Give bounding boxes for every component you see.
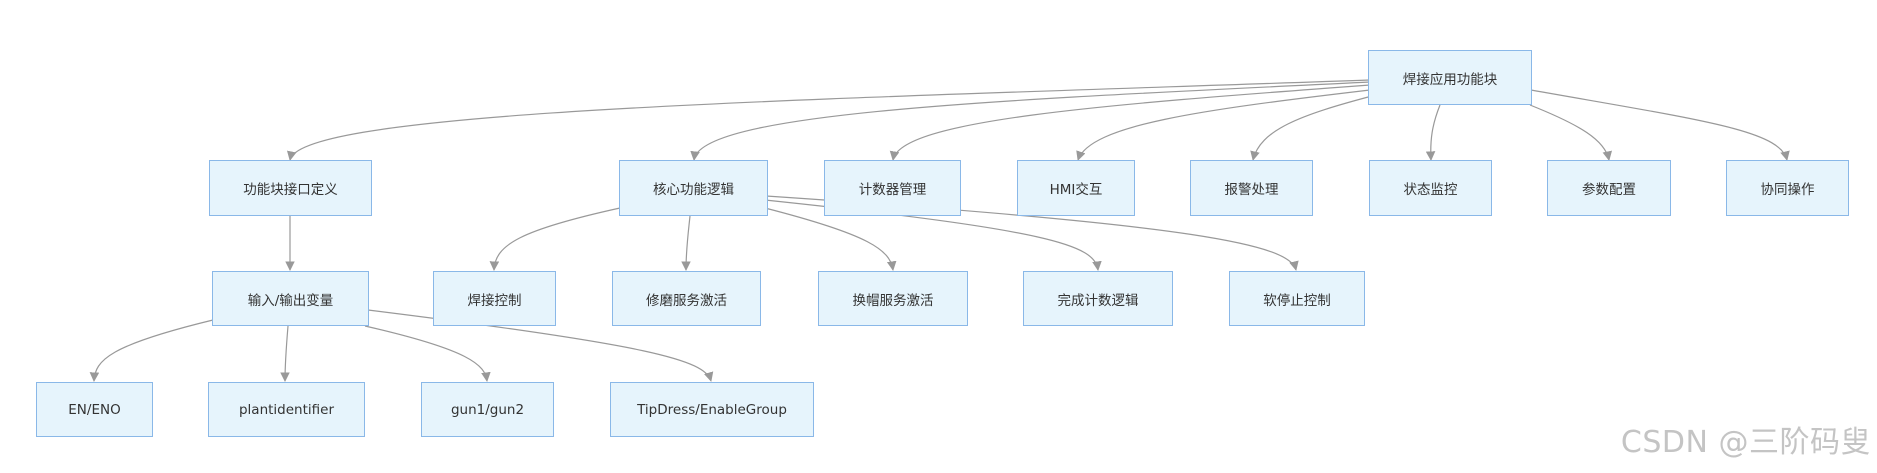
edge-root-core-logic bbox=[690, 81, 1371, 161]
edge-root-fb-interface bbox=[287, 79, 1371, 161]
node-tipdress-group: TipDress/EnableGroup bbox=[610, 382, 814, 437]
watermark: CSDN @三阶码叟 bbox=[1620, 425, 1871, 460]
node-capchange-act: 换帽服务激活 bbox=[818, 271, 968, 326]
node-param-config: 参数配置 bbox=[1547, 160, 1671, 216]
node-gun: gun1/gun2 bbox=[421, 382, 554, 437]
edge-core-tipdress bbox=[681, 215, 691, 271]
node-status-monitor: 状态监控 bbox=[1369, 160, 1492, 216]
edge-root-status bbox=[1425, 104, 1441, 161]
node-fb-interface: 功能块接口定义 bbox=[209, 160, 372, 216]
node-tipdress-act: 修磨服务激活 bbox=[612, 271, 761, 326]
node-weld-ctrl: 焊接控制 bbox=[433, 271, 556, 326]
node-core-logic: 核心功能逻辑 bbox=[619, 160, 768, 216]
node-root: 焊接应用功能块 bbox=[1368, 50, 1532, 105]
node-plantidentifier: plantidentifier bbox=[208, 382, 365, 437]
edge-io-gun bbox=[364, 325, 491, 382]
edge-core-weld bbox=[489, 207, 621, 271]
node-io-vars: 输入/输出变量 bbox=[212, 271, 369, 326]
edge-io-en bbox=[89, 319, 214, 382]
node-softstop: 软停止控制 bbox=[1229, 271, 1365, 326]
node-coop-op: 协同操作 bbox=[1726, 160, 1849, 216]
edge-root-param bbox=[1529, 104, 1613, 161]
node-count-logic: 完成计数逻辑 bbox=[1023, 271, 1173, 326]
node-alarm: 报警处理 bbox=[1190, 160, 1313, 216]
edge-root-hmi bbox=[1076, 89, 1371, 161]
edge-io-plantid bbox=[280, 325, 290, 382]
edge-root-coop bbox=[1530, 89, 1790, 161]
edge-root-counter-mgmt bbox=[889, 84, 1371, 161]
node-counter-mgmt: 计数器管理 bbox=[824, 160, 961, 216]
edge-core-capchange bbox=[764, 207, 897, 271]
node-en-eno: EN/ENO bbox=[36, 382, 153, 437]
node-hmi: HMI交互 bbox=[1017, 160, 1135, 216]
edge-root-alarm bbox=[1250, 95, 1373, 161]
